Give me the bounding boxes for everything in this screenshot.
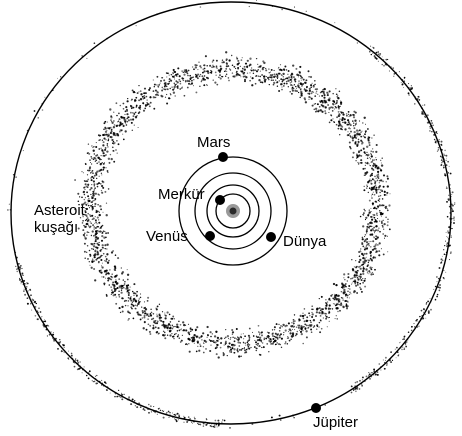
- asteroid-belt: [74, 51, 391, 359]
- jupiter-orbit-texture: [7, 0, 456, 429]
- mercury-planet: [215, 195, 225, 205]
- mars-planet: [218, 152, 228, 162]
- mercury-label: Merkür: [158, 186, 205, 203]
- jupiter-label: Jüpiter: [313, 414, 359, 431]
- earth-planet: [266, 232, 276, 242]
- jupiter-planet: [311, 403, 321, 413]
- venus-orbit: [206, 184, 260, 238]
- mercury-orbit: [215, 193, 251, 229]
- mars-label: Mars: [197, 134, 231, 151]
- earth-orbit: [194, 172, 272, 250]
- earth-label: Dünya: [283, 233, 327, 250]
- asteroid-belt-label-line2: kuşağı: [34, 219, 79, 236]
- mars-orbit: [178, 156, 288, 266]
- sun-core: [229, 207, 237, 215]
- venus-label: Venüs: [146, 228, 188, 245]
- asteroid-belt-label-line1: Asteroit: [34, 202, 85, 219]
- venus-planet: [205, 231, 215, 241]
